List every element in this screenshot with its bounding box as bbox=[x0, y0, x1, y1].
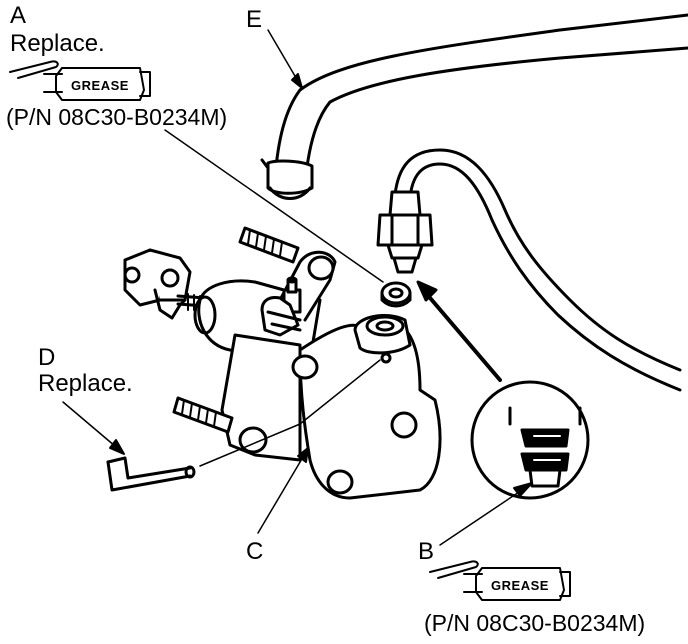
detail-magnifier bbox=[416, 280, 590, 500]
mounting-bolts bbox=[172, 226, 300, 434]
grease-tube-label-a: GREASE bbox=[71, 78, 129, 93]
slave-cylinder-body bbox=[193, 250, 442, 500]
callout-c-letter: C bbox=[246, 538, 264, 565]
push-rod-yoke bbox=[123, 248, 207, 320]
callout-e-letter: E bbox=[246, 6, 263, 33]
grease-tube-label-b: GREASE bbox=[491, 578, 549, 593]
o-ring bbox=[380, 281, 412, 308]
cotter-pin bbox=[106, 359, 381, 492]
callout-b-letter: B bbox=[418, 538, 435, 565]
flare-nut-fitting bbox=[376, 190, 434, 274]
clutch-hose bbox=[260, 13, 688, 200]
grease-tube-icon bbox=[429, 560, 571, 601]
callout-a-part-number: (P/N 08C30-B0234M) bbox=[6, 104, 228, 130]
callout-a-note: Replace. bbox=[10, 30, 105, 57]
callout-b-part-number: (P/N 08C30-B0234M) bbox=[424, 610, 646, 636]
callout-d-note: Replace. bbox=[38, 370, 133, 397]
callout-a-letter: A bbox=[10, 2, 27, 29]
clutch-line-pipe bbox=[393, 148, 682, 392]
leader-lines bbox=[62, 29, 533, 546]
grease-tube-icon bbox=[9, 60, 151, 101]
callout-d-letter: D bbox=[38, 344, 56, 371]
